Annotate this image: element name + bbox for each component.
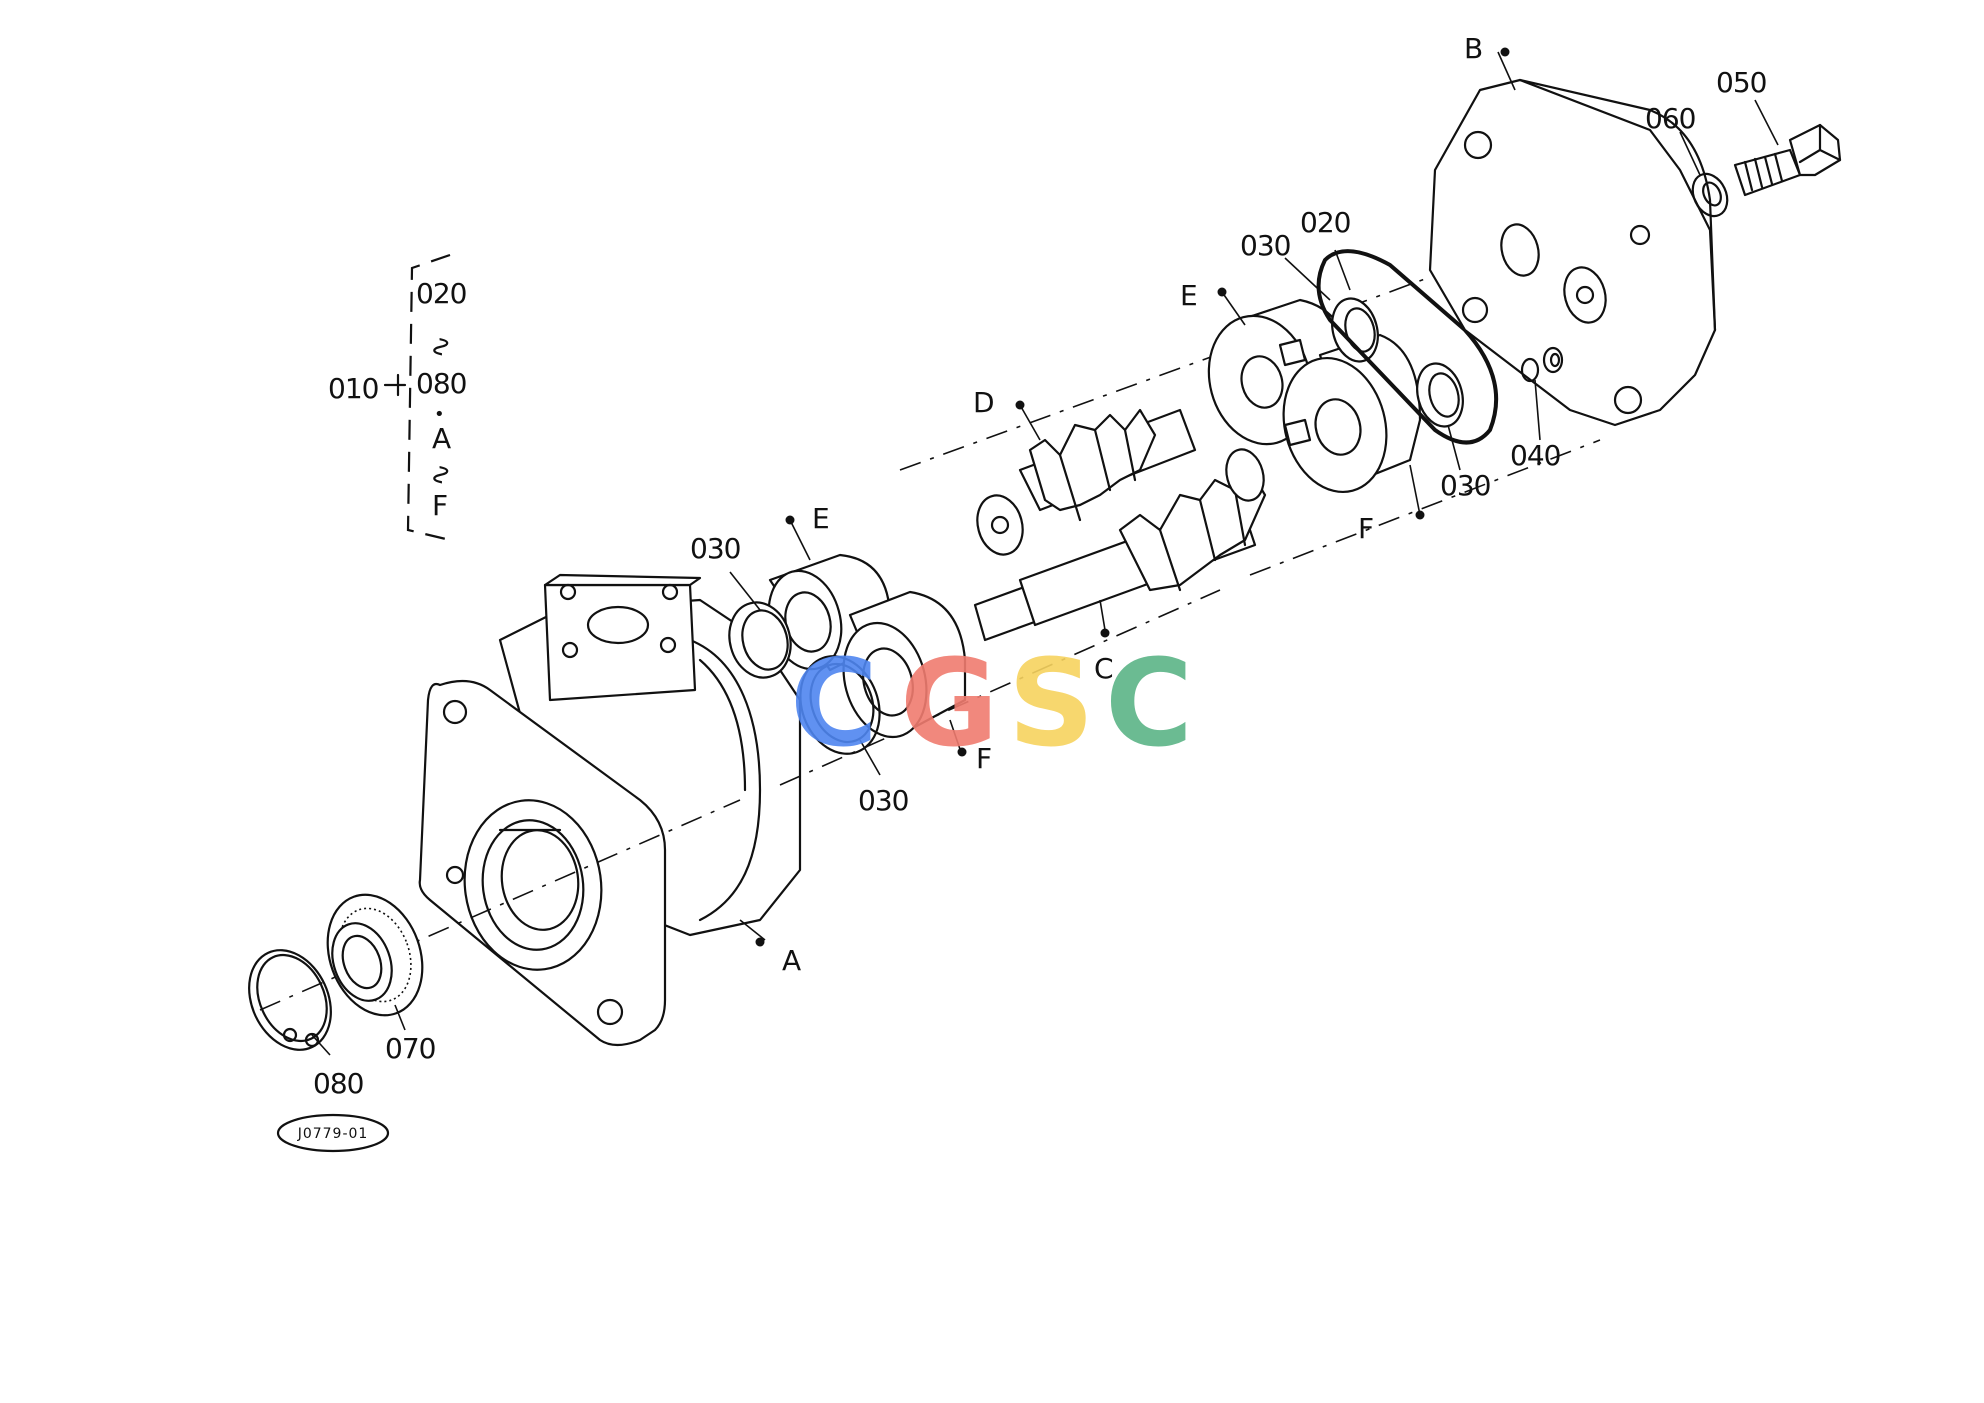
- label-range-mid: 080: [416, 367, 466, 400]
- gear-c-drive-shaft: [973, 448, 1267, 642]
- label-050: 050: [1716, 66, 1766, 99]
- label-b: B: [1464, 32, 1482, 65]
- bolt-050: [1733, 123, 1842, 197]
- cover-plate-b: [1428, 78, 1717, 427]
- figure-code: J0779-01: [297, 1126, 369, 1142]
- label-f-upper: F: [1358, 512, 1373, 545]
- ring-030-lower-1: [728, 601, 792, 679]
- watermark-letter-3: S: [1008, 635, 1094, 774]
- label-030-lower-right: 030: [858, 784, 908, 817]
- pump-housing: [418, 573, 802, 1047]
- label-range-f: F: [432, 489, 447, 522]
- label-c: C: [1094, 652, 1113, 685]
- ring-030-upper-1: [1331, 297, 1379, 363]
- label-030-upper-left: 030: [1240, 229, 1290, 262]
- label-010: 010: [328, 372, 378, 405]
- washer-060: [1691, 172, 1729, 218]
- ring-030-lower-2: [799, 655, 881, 755]
- range-bracket-tick: [383, 373, 407, 397]
- gear-d-driven: [976, 408, 1197, 556]
- label-range-sep1: ∿: [425, 335, 458, 357]
- figure-code-badge: J0779-01: [276, 1113, 390, 1153]
- watermark-letter-4: C: [1105, 635, 1193, 774]
- label-range-sep2: ∿: [425, 463, 458, 485]
- label-range-top: 020: [416, 277, 466, 310]
- oil-seal-070: [326, 893, 424, 1017]
- label-range-a: A: [432, 422, 451, 455]
- label-a: A: [782, 944, 801, 977]
- label-range-dot: •: [434, 404, 444, 425]
- label-f-lower: F: [976, 742, 991, 775]
- label-d: D: [973, 386, 994, 419]
- label-040: 040: [1510, 439, 1560, 472]
- bushing-f-lower: [842, 590, 967, 739]
- label-080: 080: [313, 1067, 363, 1100]
- gasket-020: [1316, 249, 1499, 445]
- label-020-upper: 020: [1300, 206, 1350, 239]
- bushing-f-upper: [1282, 333, 1422, 494]
- label-030-lower-left: 030: [690, 532, 740, 565]
- leader-lines: [311, 51, 1779, 1056]
- label-060: 060: [1645, 102, 1695, 135]
- label-dots: [755, 47, 1510, 947]
- snap-ring-080: [248, 949, 332, 1051]
- label-070: 070: [385, 1032, 435, 1065]
- watermark-logo: C G S C: [790, 635, 1193, 774]
- label-e-upper: E: [1180, 279, 1197, 312]
- ring-040: [1520, 346, 1564, 383]
- label-030-upper-right: 030: [1440, 469, 1490, 502]
- watermark-letter-1: C: [790, 635, 878, 774]
- watermark-letter-2: G: [900, 635, 999, 774]
- label-e-lower: E: [812, 502, 829, 535]
- range-bracket: [406, 253, 451, 542]
